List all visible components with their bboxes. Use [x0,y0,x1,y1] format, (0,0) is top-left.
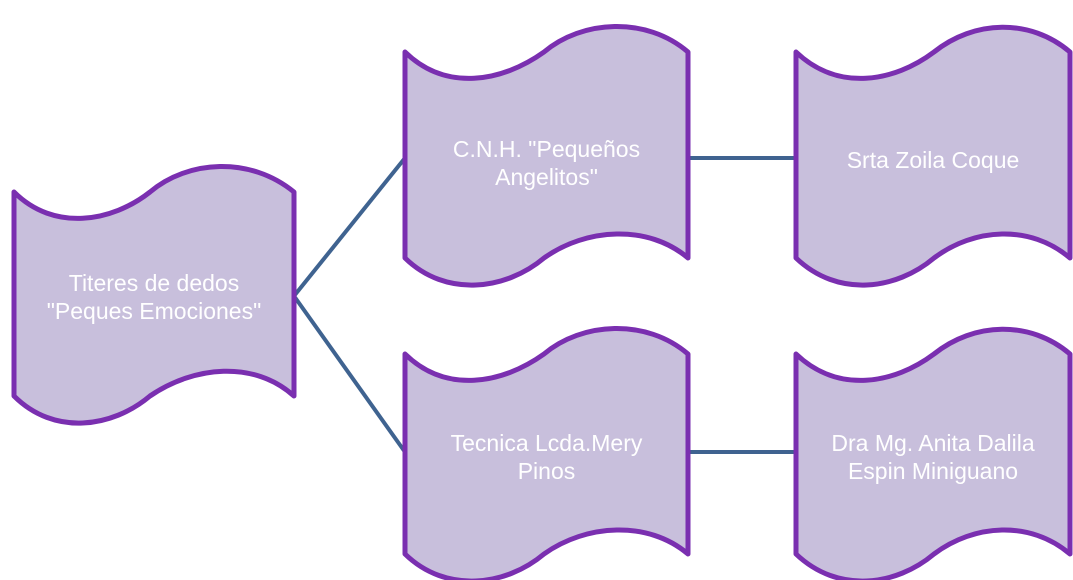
node-leaf-bottom-label: Dra Mg. Anita Dalila Espin Miniguano [831,430,1035,484]
node-leaf-top-shape [793,24,1073,288]
node-root-shape [11,164,297,426]
node-root-label: Titeres de dedos "Peques Emociones" [46,270,262,324]
node-branch-bottom-label: Tecnica Lcda.Mery Pinos [450,430,643,484]
node-branch-top-label: C.N.H. "Pequeños Angelitos" [452,136,641,190]
connector-root-to-branch-top [292,156,407,298]
node-leaf-top-label: Srta Zoila Coque [846,147,1020,173]
node-branch-bottom-shape [402,326,691,580]
node-leaf-bottom-shape [793,326,1073,580]
node-branch-top-shape [402,24,691,288]
connector-root-to-branch-bottom [292,294,407,454]
